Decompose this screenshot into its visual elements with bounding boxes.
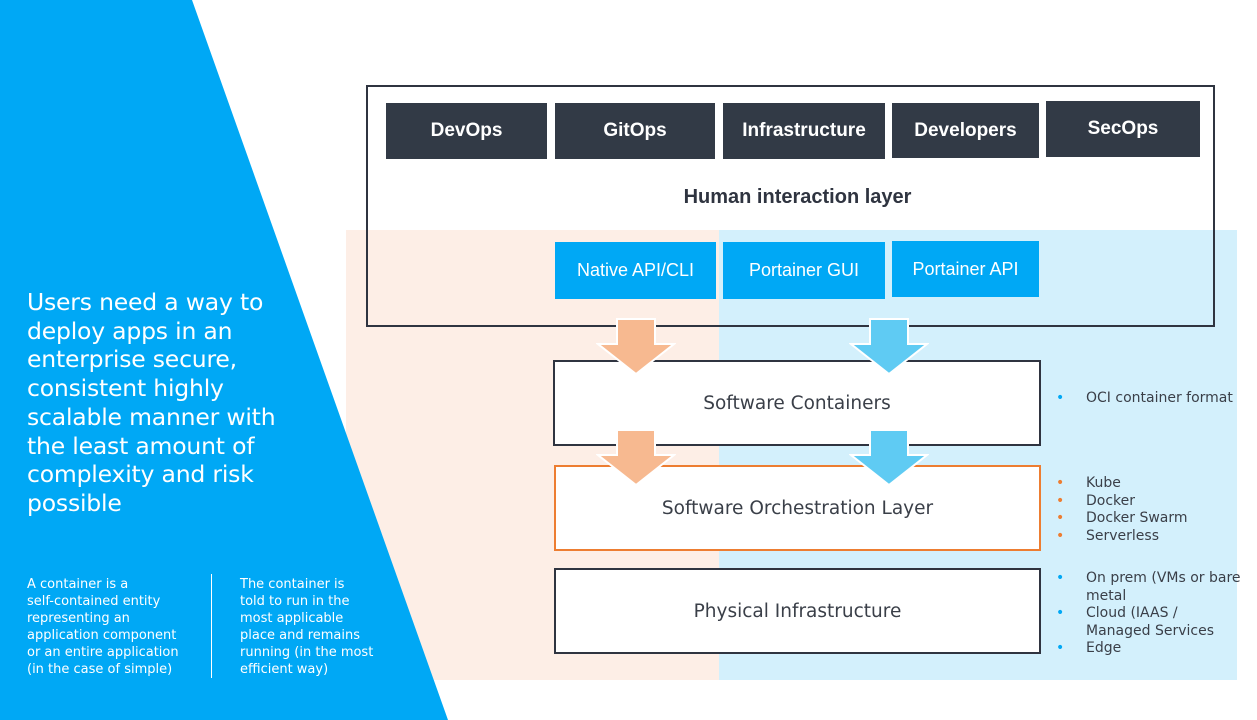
headline-text: Users need a way to deploy apps in an en…: [27, 288, 276, 517]
blue-down-arrow-upper: [849, 318, 929, 376]
list-item: •Serverless: [1056, 527, 1160, 544]
bullet-dot-icon: •: [1056, 475, 1065, 491]
blue-down-arrow-lower: [849, 429, 929, 487]
bullet-dot-icon: •: [1056, 492, 1065, 509]
running-note-text: The container is told to run in the most…: [240, 577, 374, 677]
physical-bullet-list: •On prem (VMs or bare metal •Cloud (IAAS…: [1056, 570, 1246, 658]
containers-bullet-list: •OCI container format: [1056, 390, 1246, 408]
list-item: •Cloud (IAAS / Managed Services: [1056, 605, 1214, 639]
bullet-dot-icon: •: [1056, 570, 1065, 586]
software-containers-label: Software Containers: [703, 392, 891, 414]
bullet-dot-icon: •: [1056, 640, 1065, 656]
bullet-dot-icon: •: [1056, 390, 1065, 406]
list-item: •Edge: [1056, 640, 1122, 656]
human-interaction-layer-box: [366, 85, 1215, 327]
bullet-dot-icon: •: [1056, 527, 1065, 544]
list-item: •OCI container format: [1056, 390, 1233, 406]
interface-tile-portainer-api: Portainer API: [892, 241, 1039, 297]
human-interaction-layer-title: Human interaction layer: [683, 186, 912, 208]
role-tile-secops: SecOps: [1046, 101, 1200, 157]
software-containers-box: Software Containers: [553, 360, 1041, 446]
role-tile-infrastructure: Infrastructure: [723, 103, 885, 159]
role-tile-gitops: GitOps: [555, 103, 715, 159]
software-orchestration-layer-label: Software Orchestration Layer: [661, 497, 934, 519]
bullet-dot-icon: •: [1056, 510, 1065, 526]
physical-infrastructure-label: Physical Infrastructure: [693, 600, 902, 622]
list-item: •On prem (VMs or bare metal: [1056, 570, 1241, 604]
list-item: •Kube: [1056, 475, 1121, 491]
interface-tile-portainer-gui: Portainer GUI: [723, 242, 885, 299]
orchestration-bullet-list: •Kube •Docker •Docker Swarm •Serverless: [1056, 475, 1246, 545]
note-divider: [211, 574, 212, 678]
role-tile-devops: DevOps: [386, 103, 547, 159]
interface-tile-native-api-cli: Native API/CLI: [555, 242, 716, 299]
list-item: •Docker Swarm: [1056, 510, 1188, 526]
role-tile-developers: Developers: [892, 103, 1039, 158]
physical-infrastructure-box: Physical Infrastructure: [554, 568, 1041, 654]
peach-down-arrow-lower: [596, 429, 676, 487]
peach-down-arrow-upper: [596, 318, 676, 376]
list-item: •Docker: [1056, 492, 1136, 509]
container-note-text: A container is a self-contained entity r…: [27, 577, 179, 677]
bullet-dot-icon: •: [1056, 605, 1065, 621]
